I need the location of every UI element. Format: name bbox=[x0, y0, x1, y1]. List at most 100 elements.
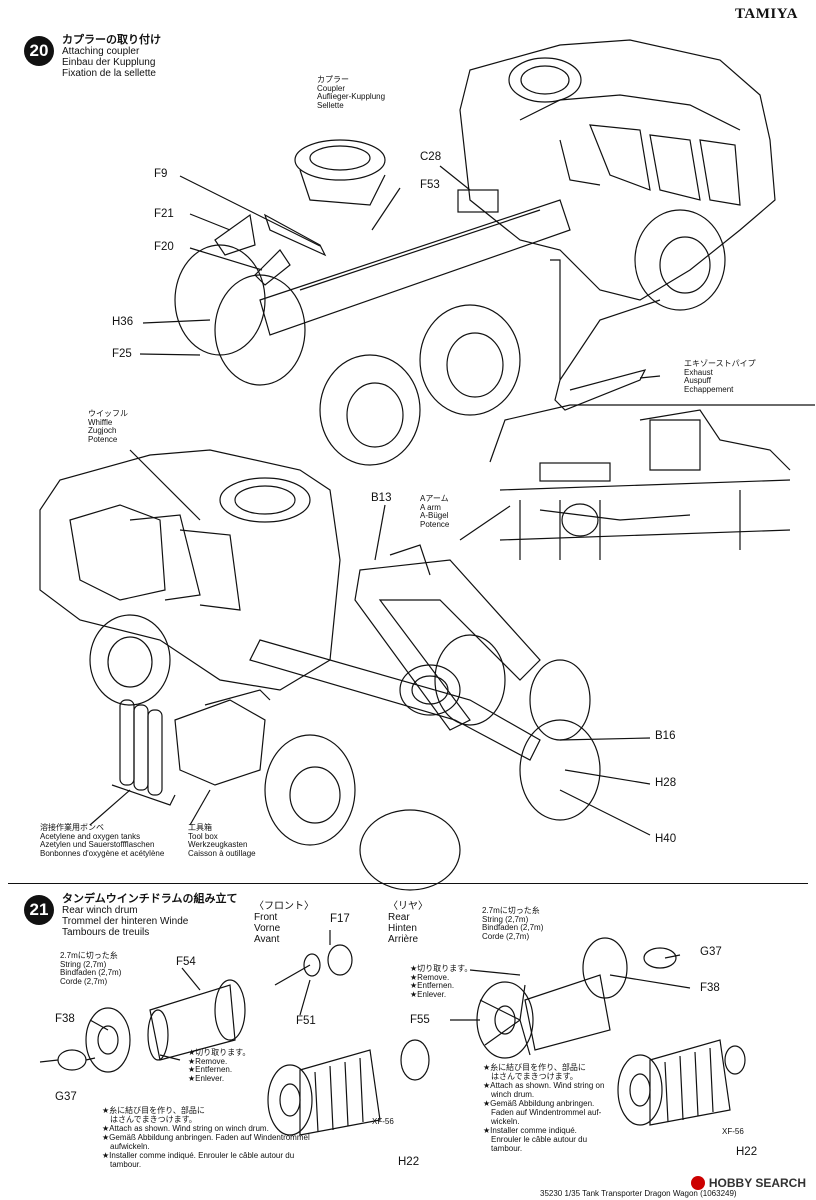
exhaust-de: Auspuff bbox=[684, 376, 711, 385]
part-f38-right: F38 bbox=[700, 982, 720, 994]
whiffle-en: Whiffle bbox=[88, 417, 113, 427]
attach-left-line-7: tambour. bbox=[110, 1160, 142, 1169]
coupler-de: Auflieger-Kupplung bbox=[317, 92, 386, 101]
string-right-callout: 2.7mに切った糸 String (2,7m) Bindfaden (2,7m)… bbox=[482, 906, 544, 941]
whiffle-de: Zugjoch bbox=[88, 426, 117, 435]
part-c28: C28 bbox=[420, 151, 442, 163]
toolbox-jp: 工具箱 bbox=[188, 823, 212, 832]
toolbox-callout: 工具箱 Tool box Werkzeugkasten Caisson à ou… bbox=[188, 823, 256, 858]
step-21-badge: 21 bbox=[24, 895, 54, 925]
attach-right-callout: ★糸に結び目を作り、部品に はさんでまきつけます。 ★Attach as sho… bbox=[483, 1063, 604, 1153]
a-arm-en: A arm bbox=[420, 502, 441, 512]
part-h22-right: H22 bbox=[736, 1146, 758, 1158]
tanks-en: Acetylene and oxygen tanks bbox=[40, 831, 141, 841]
exhaust-callout: エキゾーストパイプ Exhaust Auspuff Echappement bbox=[684, 359, 756, 394]
attach-right-line-3: ★Attach as shown. Wind string on bbox=[483, 1081, 605, 1090]
attach-left-callout: ★糸に結び目を作り、部品に はさんでまきつけます。 ★Attach as sho… bbox=[102, 1106, 310, 1169]
paint-left: XF-56 bbox=[372, 1117, 394, 1126]
tanks-fr: Bonbonnes d'oxygène et acétylène bbox=[40, 848, 165, 858]
attach-right-line-1: ★糸に結び目を作り、部品に bbox=[483, 1063, 586, 1072]
front-label: 〈フロント〉 Front Vorne Avant bbox=[254, 901, 314, 945]
part-h22-left: H22 bbox=[398, 1156, 420, 1168]
part-g37-right: G37 bbox=[700, 946, 722, 958]
attach-left-line-5: aufwickeln. bbox=[110, 1142, 150, 1151]
remove-left-jp: ★切り取ります。 bbox=[188, 1048, 251, 1057]
toolbox-en: Tool box bbox=[188, 831, 218, 841]
step-21-title: タンデムウインチドラムの組み立て Rear winch drum Trommel… bbox=[62, 893, 238, 939]
attach-left-line-2: はさんでまきつけます。 bbox=[110, 1115, 197, 1124]
a-arm-jp: Aアーム bbox=[420, 494, 449, 503]
string-right-fr: Corde (2,7m) bbox=[482, 931, 530, 941]
attach-right-line-10: tambour. bbox=[491, 1144, 523, 1153]
attach-right-line-7: wickeln. bbox=[491, 1117, 520, 1126]
string-left-jp: 2.7mに切った糸 bbox=[60, 951, 118, 960]
remove-left-callout: ★切り取ります。 ★Remove. ★Entfernen. ★Enlever. bbox=[188, 1048, 251, 1083]
a-arm-callout: Aアーム A arm A-Bügel Potence bbox=[420, 494, 450, 529]
remove-right-callout: ★切り取ります。 ★Remove. ★Entfernen. ★Enlever. bbox=[410, 964, 473, 999]
part-h40: H40 bbox=[655, 833, 677, 845]
winch-drum-drawings bbox=[39, 930, 746, 1136]
step-20-title-jp: カプラーの取り付け bbox=[62, 34, 161, 46]
whiffle-callout: ウイッフル Whiffle Zugjoch Potence bbox=[88, 409, 128, 444]
part-g37-left: G37 bbox=[55, 1091, 77, 1103]
tanks-jp: 溶接作業用ボンベ bbox=[40, 823, 104, 832]
rear-de: Hinten bbox=[388, 923, 417, 934]
inset-detail-drawing bbox=[489, 404, 815, 560]
footer-code: 35230 1/35 Tank Transporter Dragon Wagon… bbox=[540, 1189, 737, 1198]
attach-right-line-2: はさんでまきつけます。 bbox=[491, 1072, 578, 1081]
part-f54: F54 bbox=[176, 956, 196, 968]
front-en: Front bbox=[254, 912, 278, 923]
step-20-title-fr: Fixation de la sellette bbox=[62, 68, 156, 79]
exhaust-jp: エキゾーストパイプ bbox=[684, 359, 756, 368]
toolbox-fr: Caisson à outillage bbox=[188, 848, 256, 858]
rear-label: 〈リヤ〉 Rear Hinten Arrière bbox=[388, 901, 428, 945]
coupler-callout: カプラー Coupler Auflieger-Kupplung Sellette bbox=[317, 75, 386, 110]
coupler-jp: カプラー bbox=[317, 75, 349, 84]
step-21-title-en: Rear winch drum bbox=[62, 905, 138, 916]
string-left-fr: Corde (2,7m) bbox=[60, 976, 108, 986]
part-f51: F51 bbox=[296, 1015, 316, 1027]
step-21-title-jp: タンデムウインチドラムの組み立て bbox=[62, 893, 238, 905]
rear-fr: Arrière bbox=[388, 934, 419, 945]
string-left-en: String (2,7m) bbox=[60, 959, 107, 969]
remove-left-en: ★Remove. bbox=[188, 1056, 228, 1066]
part-f53: F53 bbox=[420, 179, 440, 191]
exhaust-en: Exhaust bbox=[684, 367, 713, 377]
whiffle-jp: ウイッフル bbox=[88, 409, 128, 418]
watermark: HOBBY SEARCH bbox=[690, 1176, 806, 1190]
attach-left-line-1: ★糸に結び目を作り、部品に bbox=[102, 1106, 205, 1115]
string-left-callout: 2.7mに切った糸 String (2,7m) Bindfaden (2,7m)… bbox=[60, 951, 121, 986]
watermark-logo-icon bbox=[690, 1176, 705, 1190]
rear-en: Rear bbox=[388, 912, 410, 923]
whiffle-fr: Potence bbox=[88, 434, 118, 444]
part-b16: B16 bbox=[655, 730, 676, 742]
attach-right-line-6: Faden auf Windentrommel auf- bbox=[491, 1108, 602, 1117]
step-20-badge: 20 bbox=[24, 36, 54, 66]
brand-logo: TAMIYA bbox=[734, 6, 798, 22]
tanks-de: Azetylen und Sauerstoffflaschen bbox=[40, 840, 155, 849]
tanks-callout: 溶接作業用ボンベ Acetylene and oxygen tanks Azet… bbox=[40, 823, 165, 858]
string-right-de: Bindfaden (2,7m) bbox=[482, 923, 544, 932]
step-divider bbox=[8, 883, 808, 884]
a-arm-fr: Potence bbox=[420, 519, 450, 529]
string-right-jp: 2.7mに切った糸 bbox=[482, 906, 540, 915]
attach-right-line-5: ★Gemäß Abbildung anbringen. bbox=[483, 1099, 595, 1108]
part-f38-left: F38 bbox=[55, 1013, 75, 1025]
attach-left-line-4: ★Gemäß Abbildung anbringen. Faden auf Wi… bbox=[102, 1133, 310, 1142]
step-21-title-de: Trommel der hinteren Winde bbox=[62, 916, 189, 927]
attach-right-line-8: ★Installer comme indiqué. bbox=[483, 1126, 577, 1135]
remove-right-en: ★Remove. bbox=[410, 972, 450, 982]
part-f21: F21 bbox=[154, 208, 174, 220]
truck-lower-drawing bbox=[39, 449, 651, 891]
part-f17: F17 bbox=[330, 913, 350, 925]
exhaust-fr: Echappement bbox=[684, 384, 734, 394]
step-20-title-de: Einbau der Kupplung bbox=[62, 57, 156, 68]
watermark-text: HOBBY SEARCH bbox=[708, 1176, 806, 1190]
attach-right-line-4: winch drum. bbox=[491, 1090, 535, 1099]
step-20-title: カプラーの取り付け Attaching coupler Einbau der K… bbox=[62, 34, 161, 80]
remove-right-jp: ★切り取ります。 bbox=[410, 964, 473, 973]
remove-left-fr: ★Enlever. bbox=[188, 1073, 225, 1083]
front-fr: Avant bbox=[254, 934, 280, 945]
attach-left-line-6: ★Installer comme indiqué. Enrouler le câ… bbox=[102, 1151, 295, 1160]
